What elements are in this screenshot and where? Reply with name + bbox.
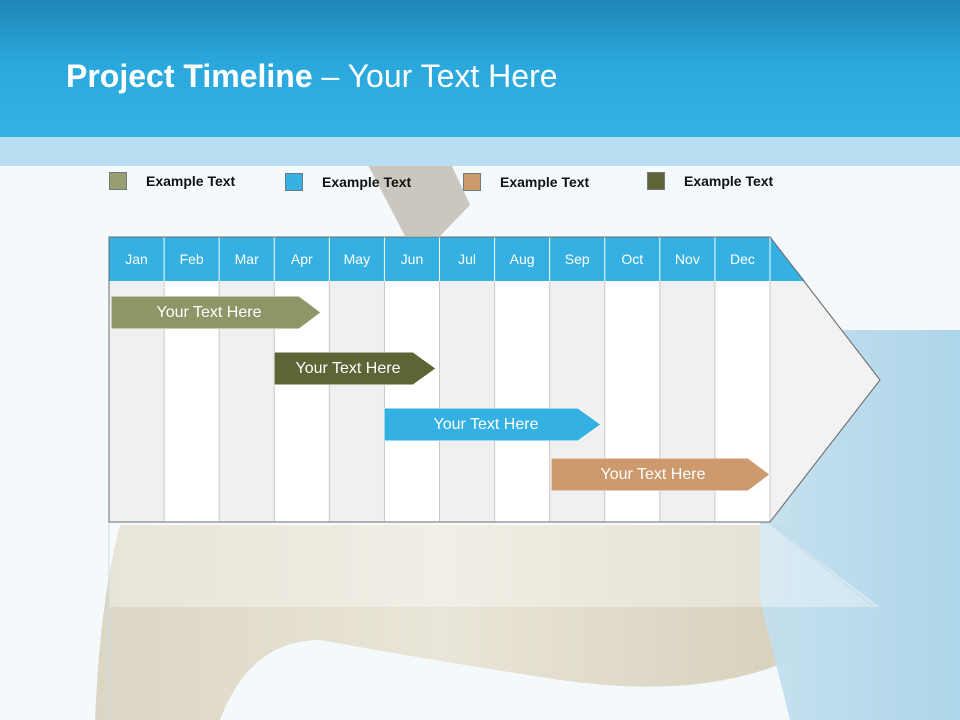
month-label-may: May — [344, 251, 370, 267]
month-label-jan: Jan — [125, 251, 148, 267]
task-bar-shape — [111, 296, 321, 329]
timeline-reflection-edge — [108, 523, 881, 720]
task-arrow — [274, 352, 436, 385]
task-bar-label: Your Text Here — [433, 416, 539, 433]
task-bar-label: Your Text Here — [156, 304, 262, 321]
timeline-header-row — [109, 237, 805, 281]
month-label-apr: Apr — [291, 251, 313, 267]
legend-label: Example Text — [500, 174, 590, 190]
timeline-arrow-outline — [108, 236, 881, 523]
month-label-oct: Oct — [621, 251, 643, 267]
month-label-mar: Mar — [235, 251, 259, 267]
task-bar-4: Your Text Here — [551, 458, 770, 491]
slide-title-rest: – Your Text Here — [312, 58, 558, 94]
month-label-aug: Aug — [510, 251, 535, 267]
task-bar-label: Your Text Here — [600, 466, 706, 483]
timeline-column — [494, 281, 550, 522]
slide-title-bold: Project Timeline — [66, 58, 313, 94]
title-bar — [0, 0, 960, 137]
month-label-dec: Dec — [730, 251, 755, 267]
month-label-sep: Sep — [565, 251, 590, 267]
timeline-column — [329, 281, 385, 522]
task-arrow — [551, 458, 770, 491]
legend-swatch — [109, 172, 127, 190]
slide-title: Project Timeline – Your Text Here — [66, 58, 558, 95]
task-bar-label: Your Text Here — [295, 360, 401, 377]
task-bar-shape — [274, 352, 436, 385]
legend-item-4: Example Text — [647, 170, 773, 192]
task-bar-shape — [384, 408, 601, 441]
month-label-jun: Jun — [401, 251, 424, 267]
legend-label: Example Text — [322, 174, 412, 190]
legend-swatch — [463, 173, 481, 191]
legend-item-1: Example Text — [109, 170, 235, 192]
task-bar-3: Your Text Here — [384, 408, 601, 441]
month-label-jul: Jul — [458, 251, 476, 267]
timeline-reflection — [109, 524, 880, 607]
task-bar-2: Your Text Here — [274, 352, 436, 385]
legend-item-2: Example Text — [285, 171, 411, 193]
task-arrow — [384, 408, 601, 441]
month-label-feb: Feb — [180, 251, 204, 267]
legend-swatch — [647, 172, 665, 190]
timeline-column — [384, 281, 440, 522]
title-accent-band — [0, 137, 960, 166]
legend-swatch — [285, 173, 303, 191]
legend-label: Example Text — [684, 173, 774, 189]
timeline-column — [439, 281, 495, 522]
task-bar-shape — [551, 458, 770, 491]
month-label-nov: Nov — [675, 251, 700, 267]
legend-item-3: Example Text — [463, 171, 589, 193]
task-arrow — [111, 296, 321, 329]
legend-label: Example Text — [146, 173, 236, 189]
task-bar-1: Your Text Here — [111, 296, 321, 329]
